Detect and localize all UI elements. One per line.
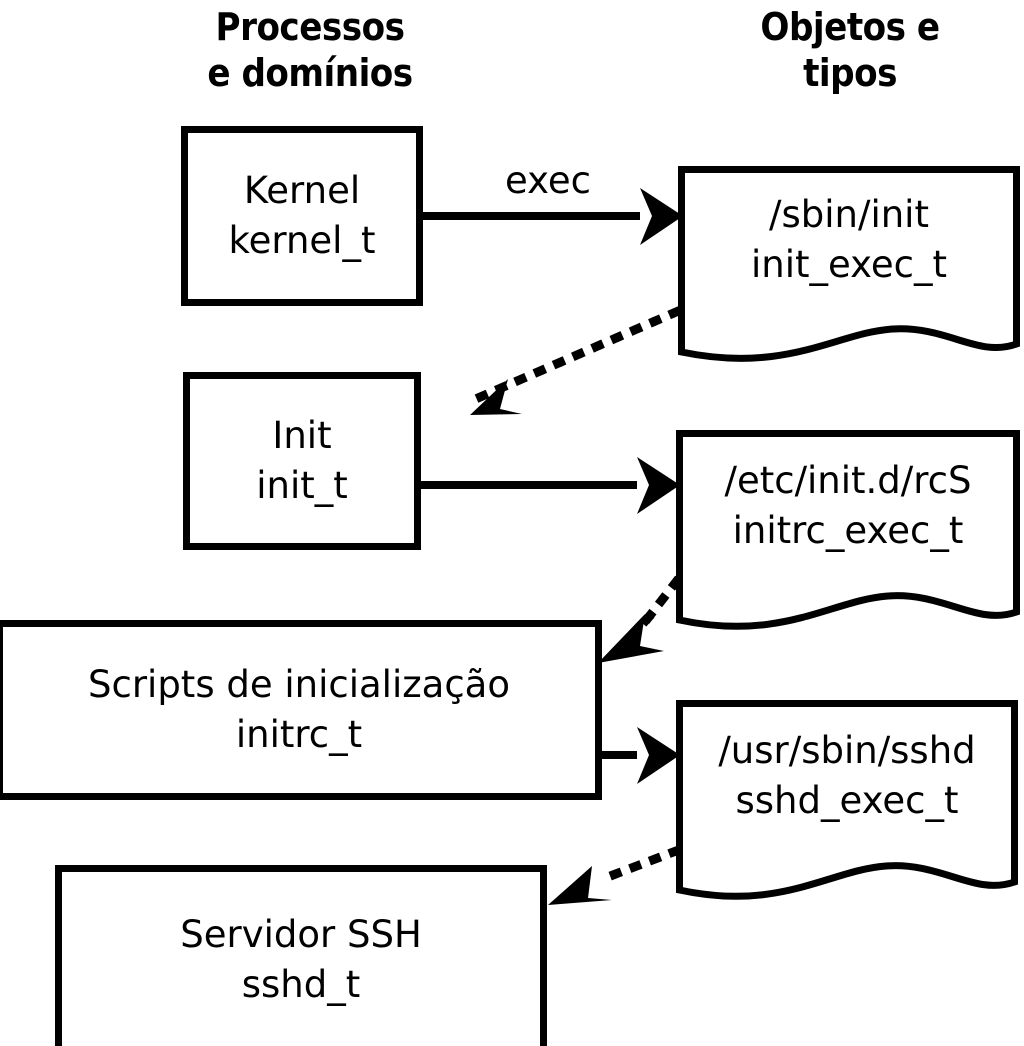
document-shape-icon	[678, 166, 1020, 362]
process-node-initrc-name: Scripts de inicialização	[88, 663, 510, 706]
edge-init-exec-to-init	[470, 306, 682, 415]
process-node-kernel[interactable]: Kernel kernel_t	[181, 126, 423, 306]
object-node-initrc-exec[interactable]: /etc/init.d/rcS initrc_exec_t	[676, 430, 1020, 642]
edge-sshd-exec-to-sshd	[548, 845, 682, 905]
process-node-sshd-name: Servidor SSH	[180, 913, 422, 956]
process-node-initrc[interactable]: Scripts de inicialização initrc_t	[0, 620, 602, 800]
edge-initrc-to-sshd-exec	[600, 727, 680, 784]
process-node-initrc-type: initrc_t	[235, 713, 363, 756]
column-header-objects: Objetos e tipos	[760, 5, 940, 95]
process-node-init-name: Init	[272, 414, 332, 457]
edge-init-to-initrc-exec	[421, 457, 680, 514]
edge-label-exec: exec	[505, 159, 591, 202]
process-node-sshd[interactable]: Servidor SSH sshd_t	[55, 865, 547, 1046]
document-shape-icon	[676, 430, 1020, 630]
process-node-kernel-type: kernel_t	[228, 219, 376, 262]
object-node-init-exec[interactable]: /sbin/init init_exec_t	[678, 166, 1020, 374]
object-node-sshd-exec[interactable]: /usr/sbin/sshd sshd_exec_t	[676, 700, 1018, 912]
process-node-init-type: init_t	[256, 464, 348, 507]
column-header-processes: Processos e domínios	[207, 5, 413, 95]
edge-initrc-exec-to-initrc	[598, 575, 683, 663]
process-node-sshd-type: sshd_t	[241, 963, 361, 1006]
process-node-init[interactable]: Init init_t	[183, 372, 421, 550]
document-shape-icon	[676, 700, 1018, 900]
process-node-kernel-name: Kernel	[243, 169, 361, 212]
